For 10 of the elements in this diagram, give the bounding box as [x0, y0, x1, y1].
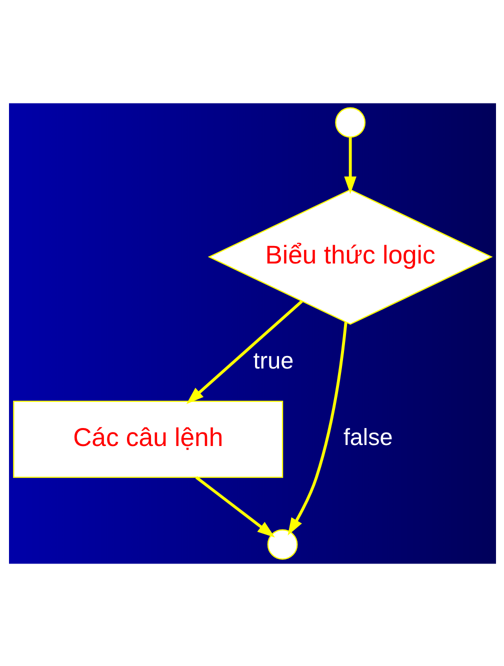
node-diamond: Biểu thức logic — [207, 188, 492, 324]
node-circle — [266, 528, 298, 560]
arrow — [287, 322, 347, 535]
edge-label: false — [342, 424, 392, 450]
node-circle — [334, 106, 366, 138]
arrow — [344, 136, 356, 194]
node-box: Các câu lệnh — [12, 400, 283, 478]
arrow — [194, 476, 274, 537]
arrow — [186, 300, 302, 404]
edge-label: true — [252, 347, 294, 374]
